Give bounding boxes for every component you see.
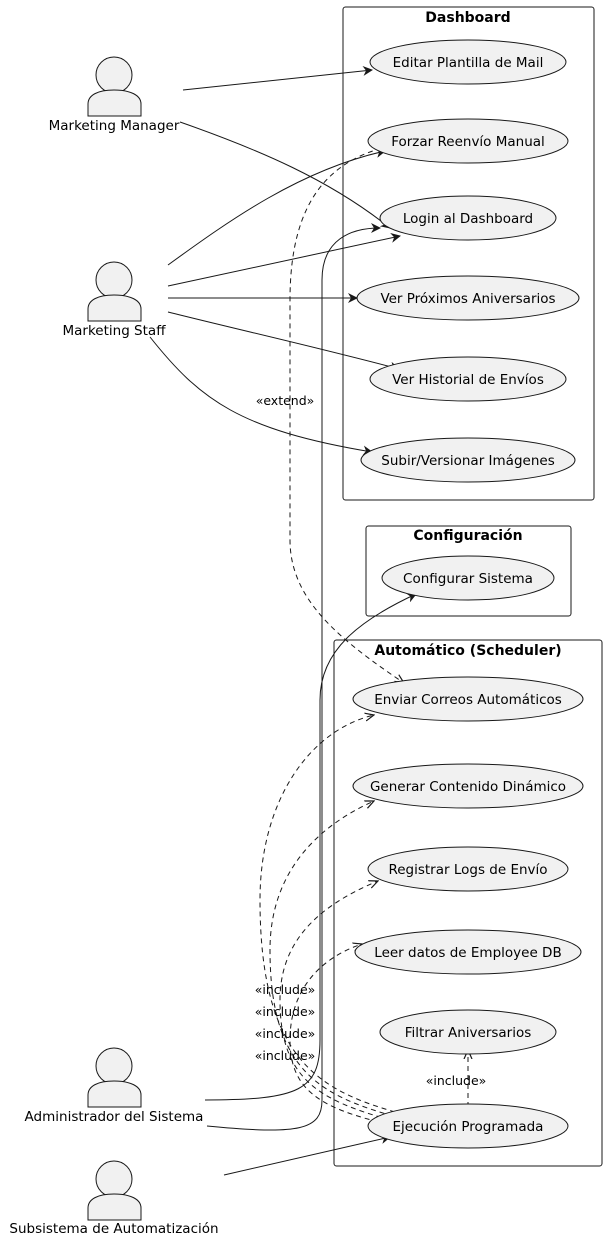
use-case-subir-imagenes[interactable]: Subir/Versionar Imágenes [360,437,576,483]
package-dashboard-title: Dashboard [425,10,510,26]
actor-label: Subsistema de Automatización [9,1221,218,1237]
actor-marketing-staff[interactable]: Marketing Staff [62,261,166,339]
include-label-2: «include» [255,1004,316,1019]
include-ejecucion-leer [289,944,388,1125]
use-case-leer-datos[interactable]: Leer datos de Employee DB [354,929,582,975]
use-case-filtrar[interactable]: Filtrar Aniversarios [379,1009,557,1055]
actor-marketing-manager[interactable]: Marketing Manager [49,56,180,134]
actor-icon [87,1160,142,1221]
actor-icon [87,1047,142,1108]
include-label-5: «include» [426,1073,487,1088]
use-case-ver-aniversarios[interactable]: Ver Próximos Aniversarios [356,275,580,321]
use-case-configurar[interactable]: Configurar Sistema [381,555,555,601]
actor-label: Marketing Manager [49,118,180,134]
svg-text:Forzar Reenvío Manual: Forzar Reenvío Manual [391,134,545,150]
use-case-login[interactable]: Login al Dashboard [379,195,557,241]
svg-text:Leer datos de Employee DB: Leer datos de Employee DB [374,945,561,961]
use-case-editar-plantilla[interactable]: Editar Plantilla de Mail [369,39,567,85]
use-case-enviar-correos[interactable]: Enviar Correos Automáticos [352,676,584,722]
use-case-forzar-reenvio[interactable]: Forzar Reenvío Manual [367,118,569,164]
package-configuracion: Configuración [365,525,572,617]
svg-text:Login al Dashboard: Login al Dashboard [403,211,533,227]
assoc-admin-configurar [204,593,417,1101]
dependencies [259,145,468,1125]
actor-icon [87,56,142,117]
svg-text:Editar Plantilla de Mail: Editar Plantilla de Mail [393,55,544,71]
assoc-staff-login [167,232,401,287]
actor-label: Marketing Staff [62,323,166,339]
extend-forzar-enviar [289,145,404,683]
use-case-registrar-logs[interactable]: Registrar Logs de Envío [367,846,569,892]
include-ejecucion-generar [269,801,394,1117]
include-ejecucion-enviar [259,715,396,1113]
svg-text:Generar Contenido Dinámico: Generar Contenido Dinámico [370,779,566,795]
include-label-1: «include» [255,982,316,997]
use-case-generar-contenido[interactable]: Generar Contenido Dinámico [352,763,584,809]
assoc-manager-editar [182,65,373,91]
stereotype-labels: «extend» «include» «include» «include» «… [255,393,487,1088]
associations [149,65,417,1176]
include-ejecucion-registrar [279,881,391,1121]
actor-subsistema[interactable]: Subsistema de Automatización [9,1160,219,1237]
package-dashboard: Dashboard [342,6,595,501]
actor-administrador[interactable]: Administrador del Sistema [25,1047,204,1125]
assoc-staff-ver-historial [167,311,400,372]
svg-text:Registrar Logs de Envío: Registrar Logs de Envío [388,862,547,878]
svg-text:Configurar Sistema: Configurar Sistema [403,571,533,587]
assoc-staff-forzar [167,148,386,266]
package-automatico-title: Automático (Scheduler) [374,643,561,659]
svg-text:Ver Historial de Envíos: Ver Historial de Envíos [392,372,544,388]
use-case-ejecucion[interactable]: Ejecución Programada [367,1103,569,1149]
package-configuracion-title: Configuración [413,528,522,544]
assoc-admin-login [206,223,381,1131]
svg-text:Ejecución Programada: Ejecución Programada [393,1119,544,1135]
assoc-staff-subir [149,336,373,456]
actor-label: Administrador del Sistema [25,1109,204,1125]
package-automatico: Automático (Scheduler) [333,639,603,1167]
svg-text:Filtrar Aniversarios: Filtrar Aniversarios [405,1025,532,1041]
assoc-manager-login [179,121,391,229]
actor-icon [87,261,142,322]
include-label-4: «include» [255,1048,316,1063]
svg-text:Enviar Correos Automáticos: Enviar Correos Automáticos [374,692,562,708]
use-case-ver-historial[interactable]: Ver Historial de Envíos [369,356,567,402]
svg-text:Ver Próximos Aniversarios: Ver Próximos Aniversarios [380,291,555,307]
svg-text:Subir/Versionar Imágenes: Subir/Versionar Imágenes [381,453,554,469]
extend-label: «extend» [256,393,315,408]
assoc-subsistema-ejecucion [223,1134,391,1176]
include-label-3: «include» [255,1026,316,1041]
